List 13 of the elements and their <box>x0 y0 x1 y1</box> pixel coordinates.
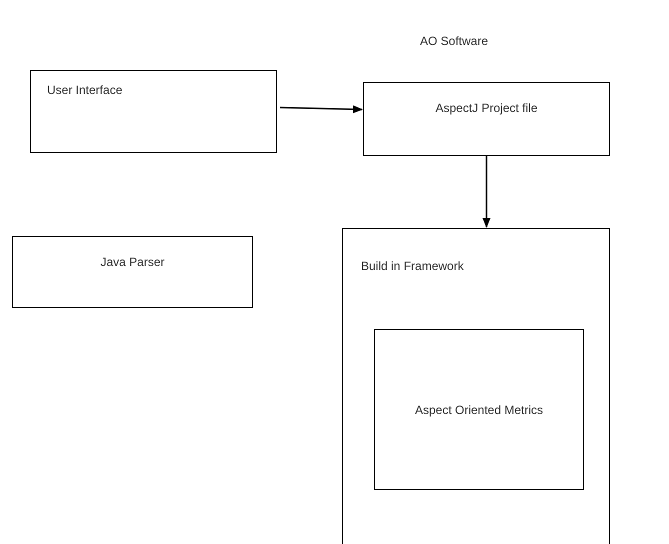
box-label: Java Parser <box>100 255 165 269</box>
process-box <box>363 82 610 156</box>
process-box <box>12 236 253 308</box>
process-box <box>342 228 610 544</box>
process-box <box>374 329 584 490</box>
box-label: User Interface <box>47 83 122 97</box>
process-box <box>30 70 277 153</box>
arrow <box>280 105 363 114</box>
diagram-title: AO Software <box>420 34 488 48</box>
box-label: Aspect Oriented Metrics <box>414 402 544 416</box>
box-label: Build in Framework <box>361 259 464 273</box>
box-label: AspectJ Project file <box>435 101 538 115</box>
arrow <box>482 156 490 228</box>
